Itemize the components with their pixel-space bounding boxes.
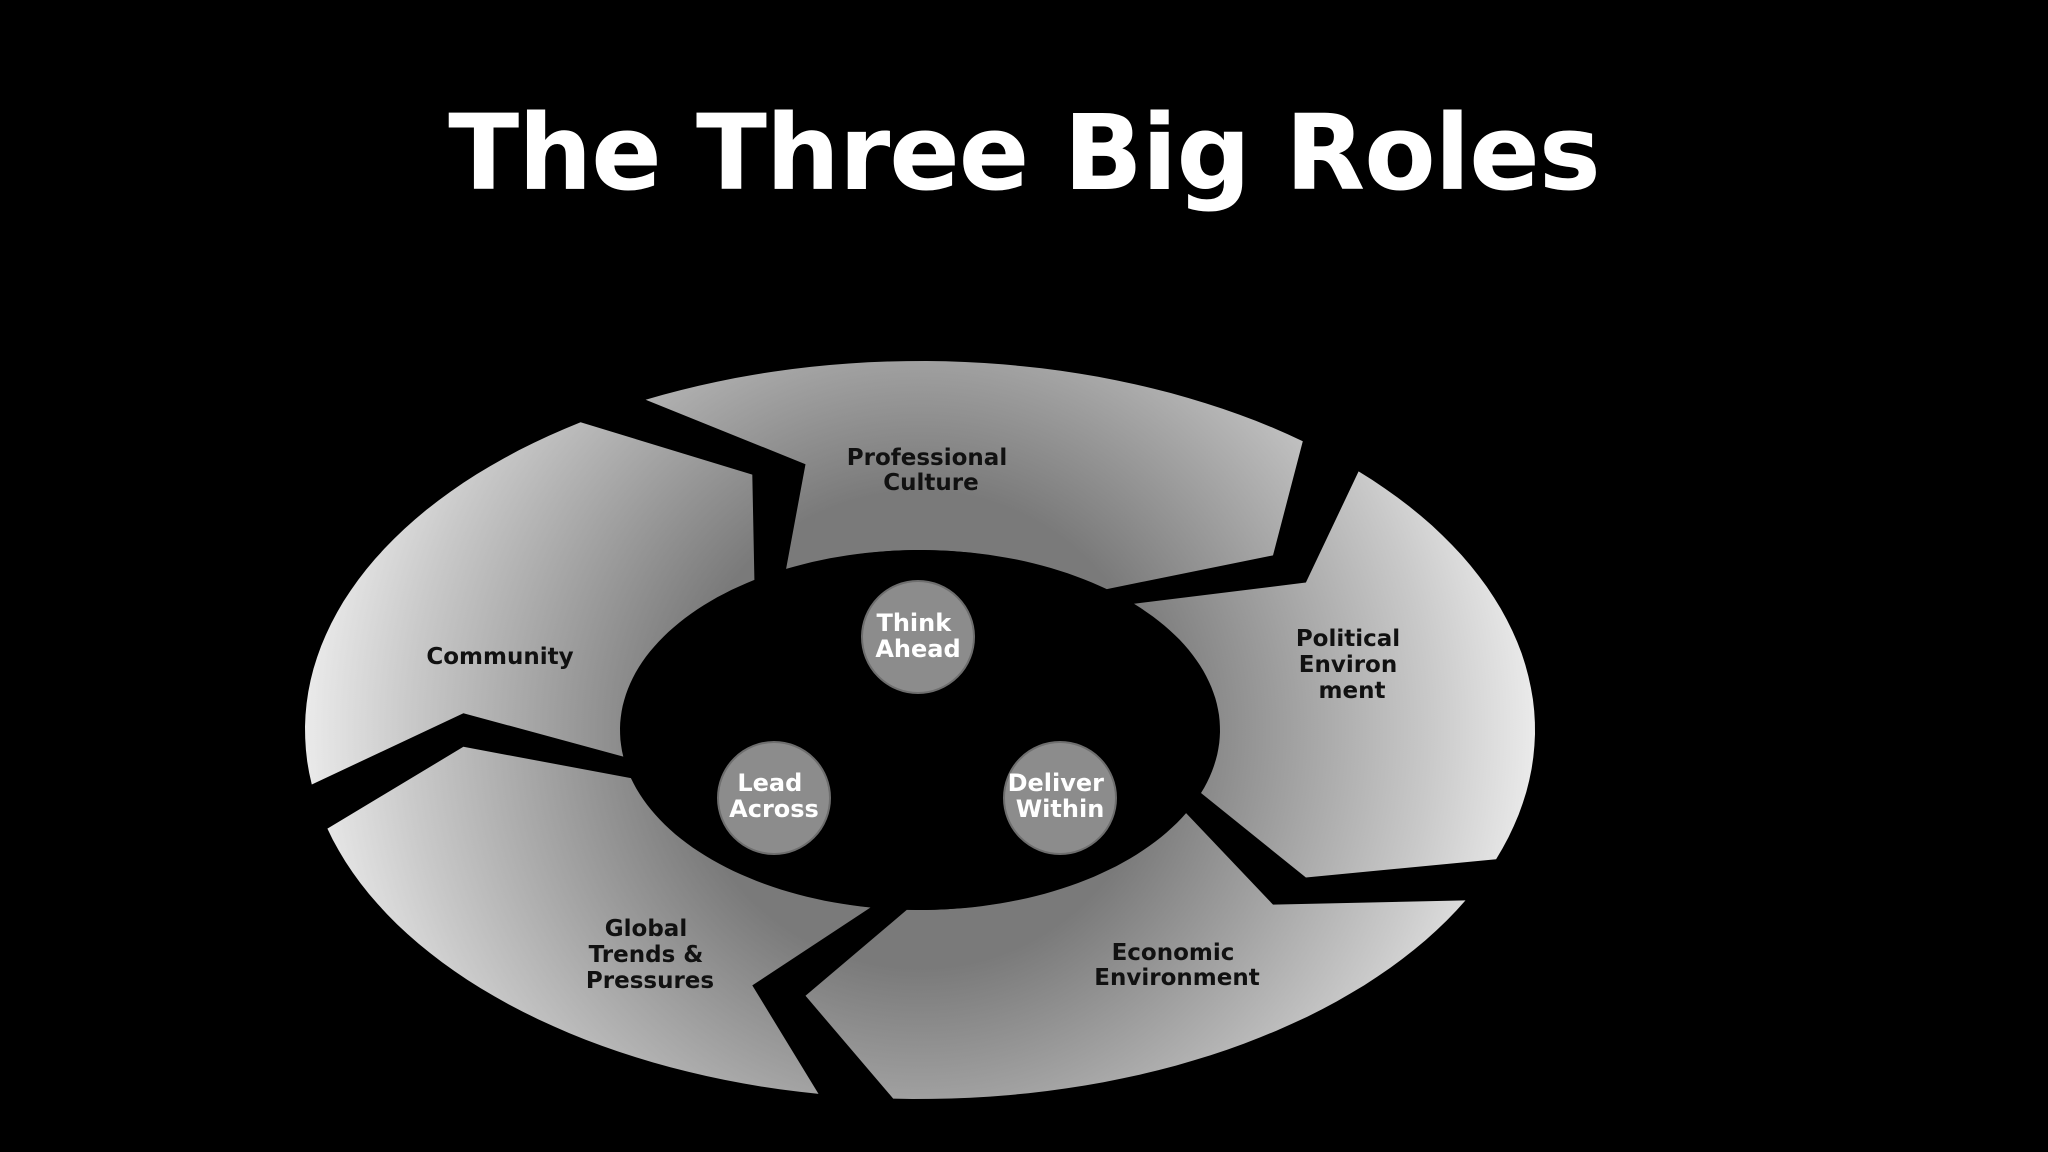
segment-label-line: Economic	[1112, 940, 1235, 966]
segment-shape-economic-environment	[805, 813, 1466, 1099]
segment-label-line: Professional	[847, 445, 1007, 471]
segments-layer	[305, 361, 1535, 1099]
segment-political-environment: Political Environ ment	[1296, 626, 1408, 704]
role-label-line: Think	[876, 609, 952, 637]
svg-text:Political Environ: Political Environ ment	[1296, 626, 1408, 704]
segment-shape-political-environment	[1134, 471, 1535, 878]
svg-text:Think Ahead: Think Ahead	[875, 609, 960, 663]
segment-global-trends: Global Trends & Pressures	[586, 916, 714, 994]
segment-label-line: Trends &	[589, 942, 704, 968]
role-circle	[861, 580, 975, 694]
segment-label-line: Environment	[1094, 965, 1259, 991]
svg-text:Global Trends &: Global Trends & Pressures	[586, 916, 714, 994]
slide-title: The Three Big Roles	[448, 92, 1600, 214]
segment-label-line: Global	[605, 916, 687, 942]
role-label-line: Lead	[737, 769, 802, 797]
role-label-line: Ahead	[875, 635, 960, 663]
segment-professional-culture: Professional Culture	[847, 445, 1015, 496]
segment-label-line: Culture	[883, 470, 978, 496]
svg-text:Deliver Within: Deliver Within	[1008, 769, 1113, 823]
segment-shape-community	[305, 422, 755, 785]
svg-text:Lead Across: Lead Across	[729, 769, 819, 823]
role-think-ahead: Think Ahead	[861, 580, 975, 694]
segment-label-line: Environ	[1299, 652, 1397, 678]
role-label-line: Deliver	[1008, 769, 1105, 797]
segment-community: Community	[426, 644, 573, 670]
segment-shape-professional-culture	[645, 361, 1303, 590]
svg-text:Professional Culture: Professional Culture	[847, 445, 1015, 496]
role-label-line: Across	[729, 795, 819, 823]
role-circle	[1003, 741, 1117, 855]
segment-label-line: ment	[1319, 678, 1386, 704]
role-deliver-within: Deliver Within	[1003, 741, 1117, 855]
svg-text:Economic Environment: Economic Environment	[1094, 940, 1259, 991]
role-circle	[717, 741, 831, 855]
role-lead-across: Lead Across	[717, 741, 831, 855]
segment-label-line: Pressures	[586, 968, 714, 994]
svg-text:Community: Community	[426, 644, 573, 670]
segment-label-line: Political	[1296, 626, 1400, 652]
segment-economic-environment: Economic Environment	[1094, 940, 1259, 991]
role-label-line: Within	[1016, 795, 1105, 823]
segment-label-line: Community	[426, 644, 573, 670]
segment-shape-global-trends	[327, 746, 871, 1094]
